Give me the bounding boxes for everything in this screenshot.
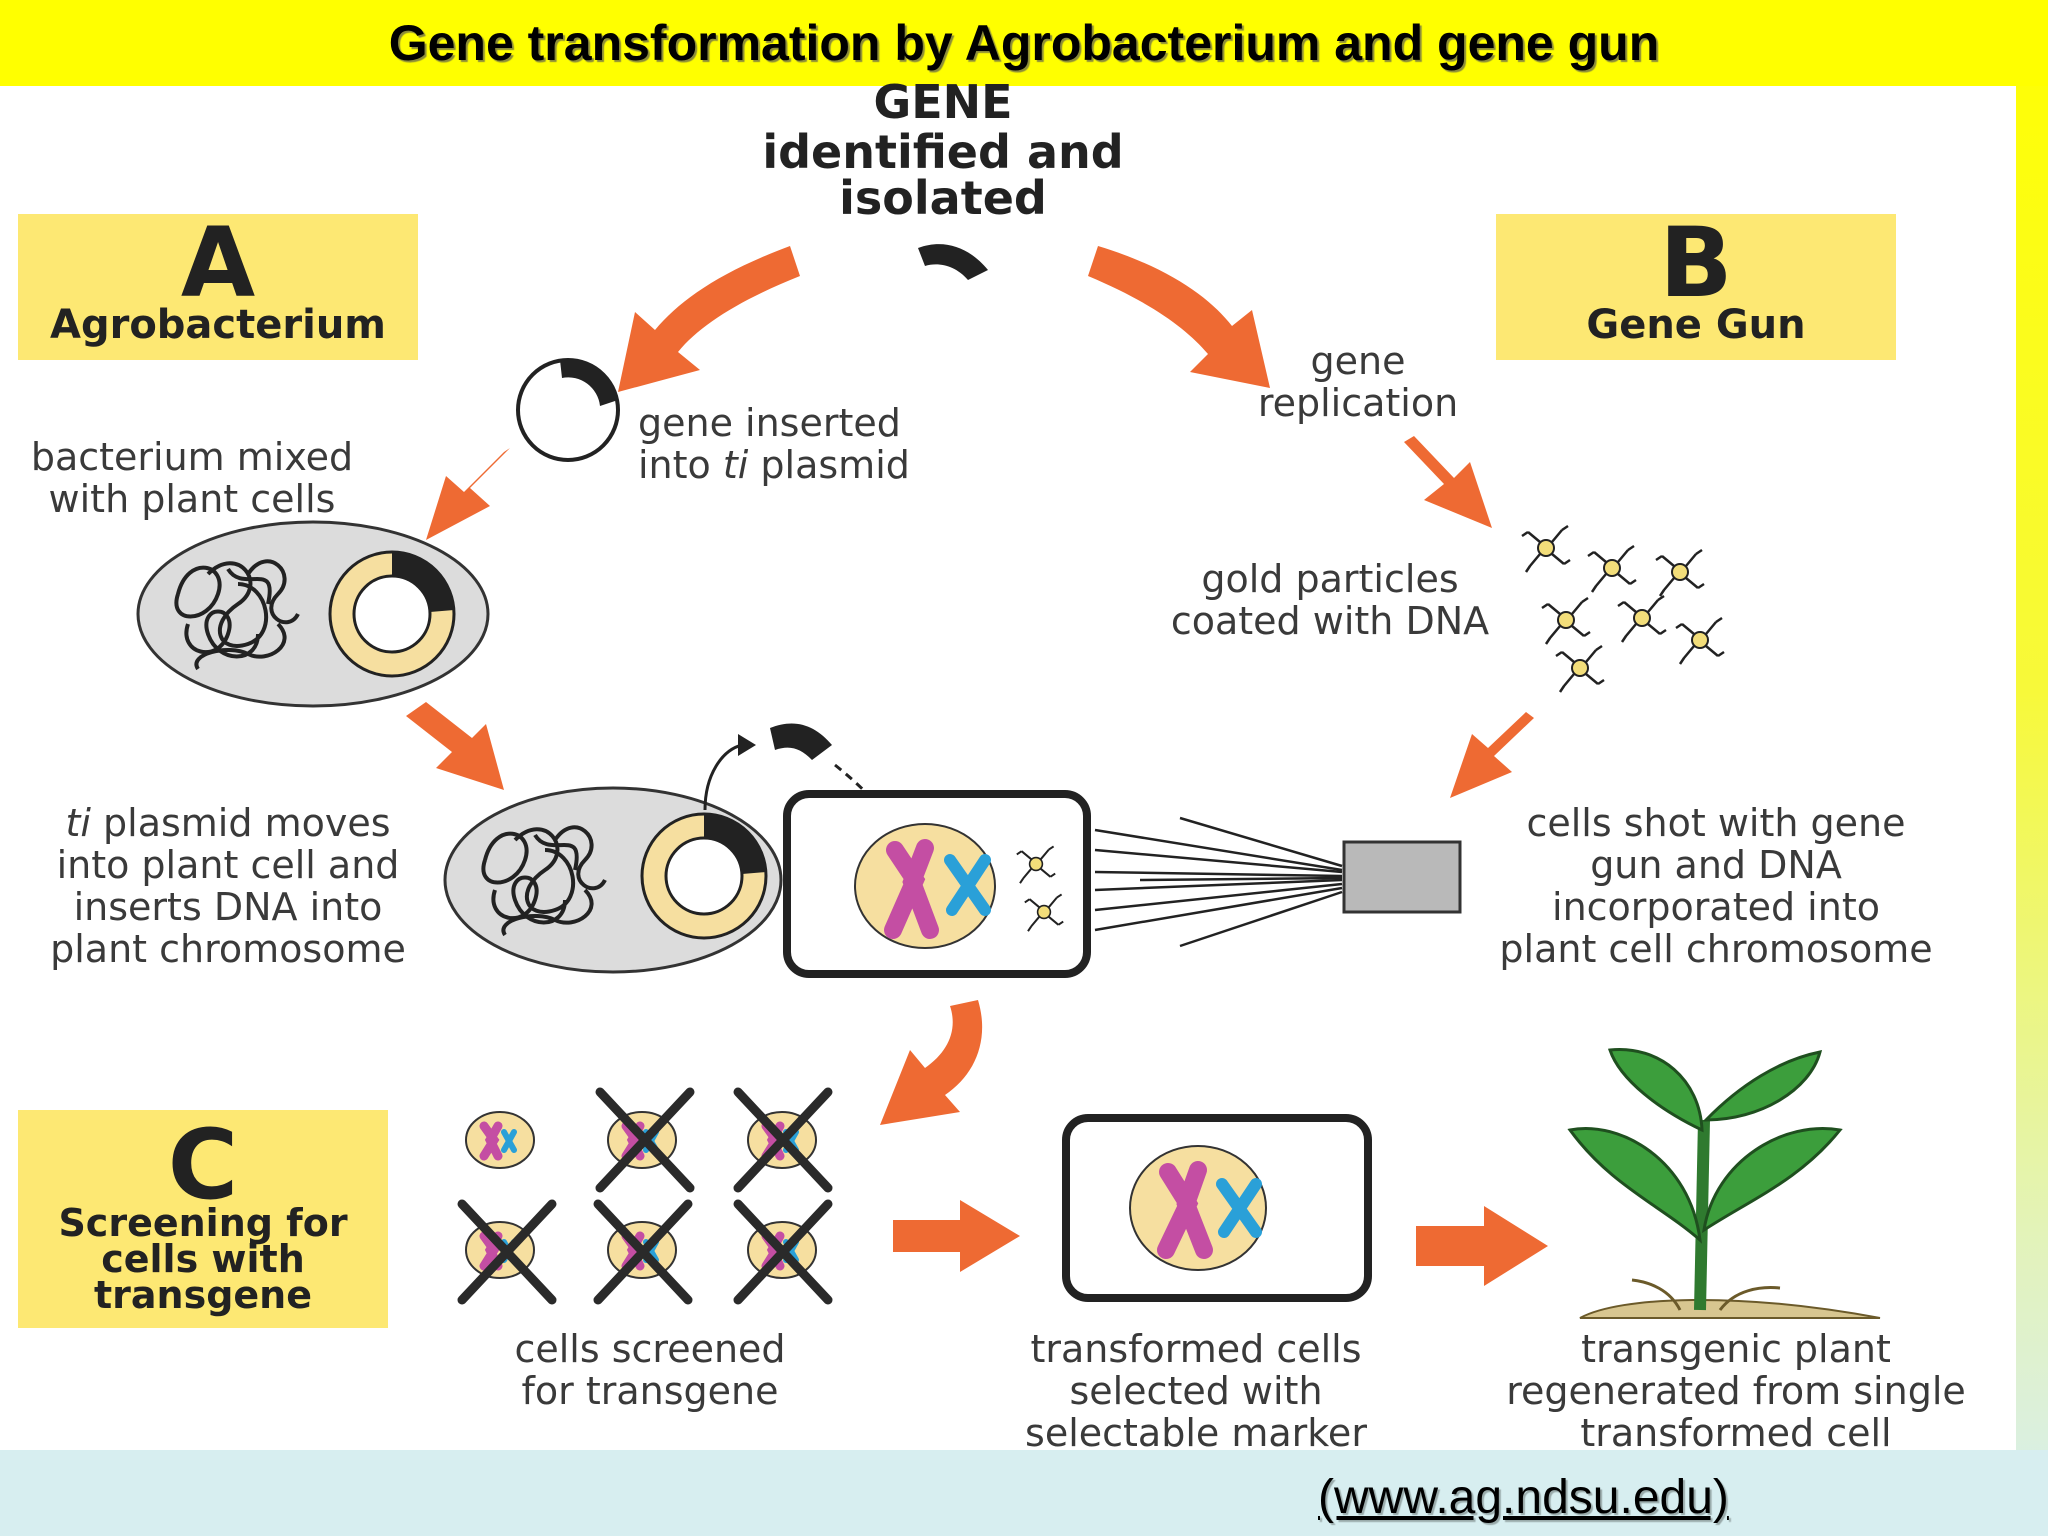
gene-line-3: isolated — [839, 171, 1047, 225]
gene-line-2: identified and — [762, 125, 1123, 179]
label-cells-shot-3: incorporated into — [1552, 885, 1880, 929]
bacterium-inserting — [443, 723, 900, 974]
ti-plasmid-diagram — [516, 358, 620, 462]
label-transgenic-3: transformed cell — [1580, 1411, 1891, 1455]
label-gold-particles-1: gold particles — [1201, 557, 1458, 601]
arrow-gold-to-cell — [1450, 712, 1534, 798]
label-transformed-2: selected with — [1069, 1369, 1322, 1413]
title-bar: Gene transformation by Agrobacterium and… — [0, 0, 2048, 86]
label-ti-moves-1a: ti — [65, 801, 91, 845]
section-c-line-1: Screening for — [58, 1201, 347, 1245]
label-gene-inserted-2: into ti plasmid — [638, 443, 910, 487]
label-bacterium-mixed-2: with plant cells — [49, 477, 336, 521]
page-title: Gene transformation by Agrobacterium and… — [388, 15, 1660, 71]
arrow-gene-to-plasmid — [618, 246, 800, 392]
label-cells-shot-2: gun and DNA — [1590, 843, 1842, 887]
section-a-box — [18, 214, 418, 360]
source-link[interactable]: (www.ag.ndsu.edu) — [1318, 1471, 1729, 1524]
label-gene-inserted-1: gene inserted — [638, 401, 901, 445]
label-gene-inserted-2b: ti — [723, 443, 749, 487]
section-b-letter: B — [1659, 207, 1732, 319]
section-a-letter: A — [181, 207, 255, 319]
section-c-line-2: cells with — [101, 1237, 305, 1281]
gold-particles — [1520, 524, 1726, 694]
label-transgenic-1: transgenic plant — [1581, 1327, 1891, 1371]
label-ti-moves-1: ti plasmid moves — [65, 801, 390, 845]
label-ti-moves-3: inserts DNA into — [74, 885, 383, 929]
label-gene-inserted-2a: into — [638, 443, 723, 487]
arrow-gene-to-replication — [1088, 246, 1270, 388]
label-transformed-1: transformed cells — [1030, 1327, 1361, 1371]
plant-cell-target — [783, 790, 1091, 978]
label-ti-moves-1b: plasmid moves — [91, 801, 391, 845]
label-transformed-3: selectable marker — [1025, 1411, 1367, 1455]
gene-gun-blast — [1094, 816, 1343, 948]
arrow-bacterium-to-cell — [406, 702, 504, 790]
arrow-replication-to-gold — [1404, 436, 1492, 528]
section-b-box — [1496, 214, 1896, 360]
section-a-name: Agrobacterium — [50, 302, 386, 348]
transgenic-plant — [1567, 1048, 1881, 1319]
rejected-cell-marks — [457, 1087, 833, 1305]
arrow-selected-to-plant — [1416, 1206, 1548, 1286]
bacterium-cell — [136, 520, 490, 708]
label-transgenic-2: regenerated from single — [1506, 1369, 1966, 1413]
gene-line-1: GENE — [873, 75, 1012, 129]
label-cells-shot-1: cells shot with gene — [1526, 801, 1905, 845]
gene-gun-barrel — [1342, 840, 1462, 914]
label-cells-screened-2: for transgene — [522, 1369, 779, 1413]
arrow-cell-to-screening — [880, 1000, 983, 1125]
transformed-cell — [1062, 1114, 1372, 1302]
label-bacterium-mixed-1: bacterium mixed — [31, 435, 353, 479]
label-ti-moves-2: into plant cell and — [57, 843, 400, 887]
label-ti-moves-4: plant chromosome — [50, 927, 406, 971]
section-c-box — [18, 1110, 388, 1328]
arrow-screened-to-selected — [893, 1200, 1020, 1272]
section-c-line-3: transgene — [94, 1273, 312, 1317]
label-gene-replication-1: gene — [1311, 339, 1406, 383]
section-c-letter: C — [168, 1109, 238, 1221]
footer-bar — [0, 1450, 2048, 1536]
label-cells-screened-1: cells screened — [514, 1327, 785, 1371]
label-gene-inserted-2c: plasmid — [748, 443, 910, 487]
arrow-plasmid-to-bacterium — [426, 448, 510, 540]
label-gene-replication-2: replication — [1258, 381, 1458, 425]
gene-fragment — [918, 244, 988, 280]
section-b-name: Gene Gun — [1586, 302, 1805, 348]
label-cells-shot-4: plant cell chromosome — [1499, 927, 1932, 971]
label-gold-particles-2: coated with DNA — [1171, 599, 1489, 643]
